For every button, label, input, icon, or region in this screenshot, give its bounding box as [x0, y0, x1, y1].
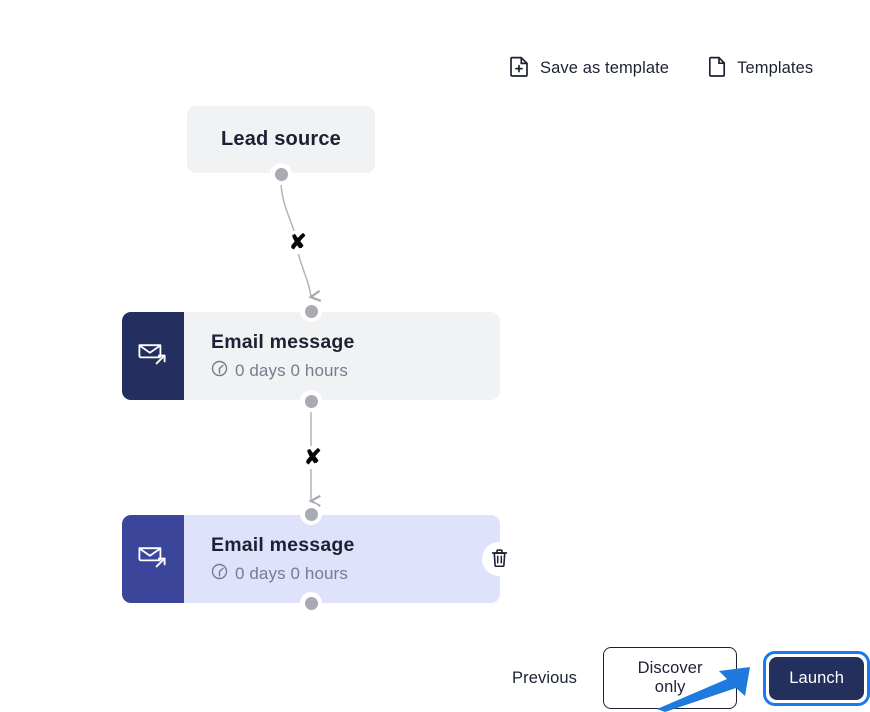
node-content: Email message 0 days 0 hours: [184, 515, 500, 603]
templates-button[interactable]: Templates: [709, 56, 813, 80]
remove-edge-1-button[interactable]: ✘: [286, 231, 310, 254]
handle-email1-input[interactable]: [300, 300, 322, 322]
canvas-toolbar: Save as template Templates: [510, 56, 813, 80]
save-as-template-label: Save as template: [540, 58, 670, 77]
document-plus-icon: [510, 56, 529, 80]
node-email-message-2[interactable]: Email message 0 days 0 hours: [122, 515, 500, 603]
document-icon: [709, 56, 726, 80]
handle-lead-source-output[interactable]: [270, 163, 292, 185]
save-as-template-button[interactable]: Save as template: [510, 56, 669, 80]
remove-edge-2-button[interactable]: ✘: [301, 446, 325, 469]
handle-email2-output[interactable]: [300, 592, 322, 614]
clock-icon: [211, 360, 228, 382]
handle-email1-output[interactable]: [300, 390, 322, 412]
clock-icon: [211, 563, 228, 585]
discover-only-button[interactable]: Discover only: [603, 647, 738, 709]
handle-email2-input[interactable]: [300, 503, 322, 525]
wizard-footer: Previous Discover only Launch: [512, 647, 870, 709]
node-icon-panel: [122, 515, 184, 603]
node-content: Email message 0 days 0 hours: [184, 312, 500, 400]
previous-button[interactable]: Previous: [512, 668, 577, 687]
node-title: Email message: [211, 331, 355, 354]
launch-button[interactable]: Launch: [769, 656, 864, 700]
email-send-icon: [137, 543, 169, 576]
node-delay-text: 0 days 0 hours: [235, 563, 348, 583]
email-send-icon: [137, 340, 169, 373]
lead-source-title: Lead source: [220, 128, 342, 150]
node-lead-source[interactable]: Lead source: [187, 106, 375, 173]
node-title: Email message: [211, 534, 355, 557]
node-icon-panel: [122, 312, 184, 400]
node-delay: 0 days 0 hours: [211, 360, 500, 382]
trash-icon: [490, 548, 509, 571]
templates-label: Templates: [737, 58, 814, 77]
delete-step-button[interactable]: [482, 542, 516, 576]
node-delay-text: 0 days 0 hours: [235, 360, 348, 380]
launch-button-focus-ring: Launch: [763, 650, 870, 706]
node-delay: 0 days 0 hours: [211, 563, 500, 585]
node-email-message-1[interactable]: Email message 0 days 0 hours: [122, 312, 500, 400]
